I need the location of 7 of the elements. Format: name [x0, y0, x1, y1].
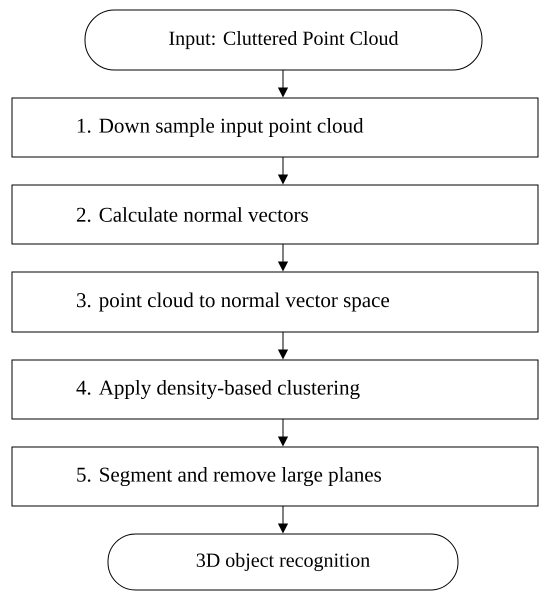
process-box: 4. Apply density-based clustering — [12, 360, 538, 420]
terminal-box: 3D object recognition — [108, 534, 458, 590]
terminal-box: Input: Cluttered Point Cloud — [84, 10, 482, 70]
process-box: 5. Segment and remove large planes — [12, 446, 538, 506]
process-box: 3. point cloud to normal vector space — [12, 272, 538, 332]
process-box: 1. Down sample input point cloud — [12, 98, 538, 158]
process-box: 2. Calculate normal vectors — [12, 184, 538, 244]
